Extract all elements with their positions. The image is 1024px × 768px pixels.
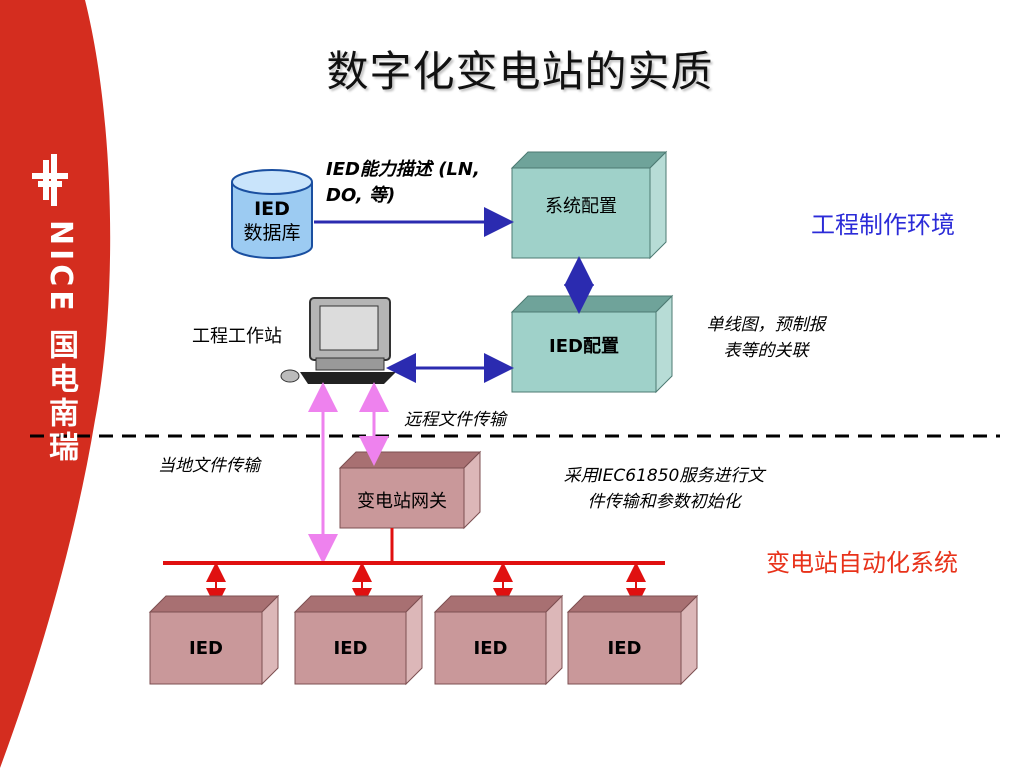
gateway-label: 变电站网关 (357, 491, 447, 512)
ied-label: IED (189, 638, 223, 659)
ied-label: IED (473, 638, 508, 659)
ied-database-line1: IED (254, 198, 290, 220)
ied-capability-note-line2: DO, 等) (326, 185, 396, 206)
ied-capability-note: IED能力描述 (LN, DO, 等) (326, 157, 480, 209)
ied-config-label: IED配置 (549, 336, 619, 357)
ied-config-box (510, 294, 674, 394)
brand-band (0, 0, 111, 768)
system-config-label: 系统配置 (545, 196, 617, 217)
ied-database-label: IED 数据库 (232, 197, 312, 245)
ied-capability-note-line1: IED能力描述 (LN, (326, 159, 480, 180)
ied-label: IED (333, 638, 368, 659)
iec-note-line1: 采用IEC61850服务进行文 (563, 466, 765, 486)
ied-label: IED (607, 638, 642, 659)
substation-system-label: 变电站自动化系统 (766, 549, 958, 577)
iec-note: 采用IEC61850服务进行文 件传输和参数初始化 (524, 463, 804, 515)
system-config-box (510, 150, 668, 260)
local-transfer-label: 当地文件传输 (158, 456, 260, 476)
ied-box (148, 594, 280, 686)
ied-box (566, 594, 699, 686)
page-title: 数字化变电站的实质 (326, 47, 714, 96)
nice-logo-icon (32, 154, 68, 206)
single-line-note: 单线图，预制报 表等的关联 (682, 312, 850, 364)
single-line-note-line2: 表等的关联 (723, 341, 809, 361)
computer-icon (280, 297, 396, 384)
ied-database-line2: 数据库 (243, 222, 301, 244)
workstation-label: 工程工作站 (192, 326, 282, 347)
ied-box (433, 594, 564, 686)
single-line-note-line1: 单线图，预制报 (706, 315, 826, 335)
ied-database-cylinder (231, 169, 313, 259)
ied-box (293, 594, 424, 686)
brand-text: NICE 国电南瑞 (43, 220, 78, 466)
gateway-box (338, 450, 482, 530)
brand-logo: NICE 国电南瑞 (18, 150, 98, 470)
engineering-env-label: 工程制作环境 (811, 211, 955, 239)
remote-transfer-label: 远程文件传输 (404, 410, 506, 430)
iec-note-line2: 件传输和参数初始化 (587, 492, 741, 512)
